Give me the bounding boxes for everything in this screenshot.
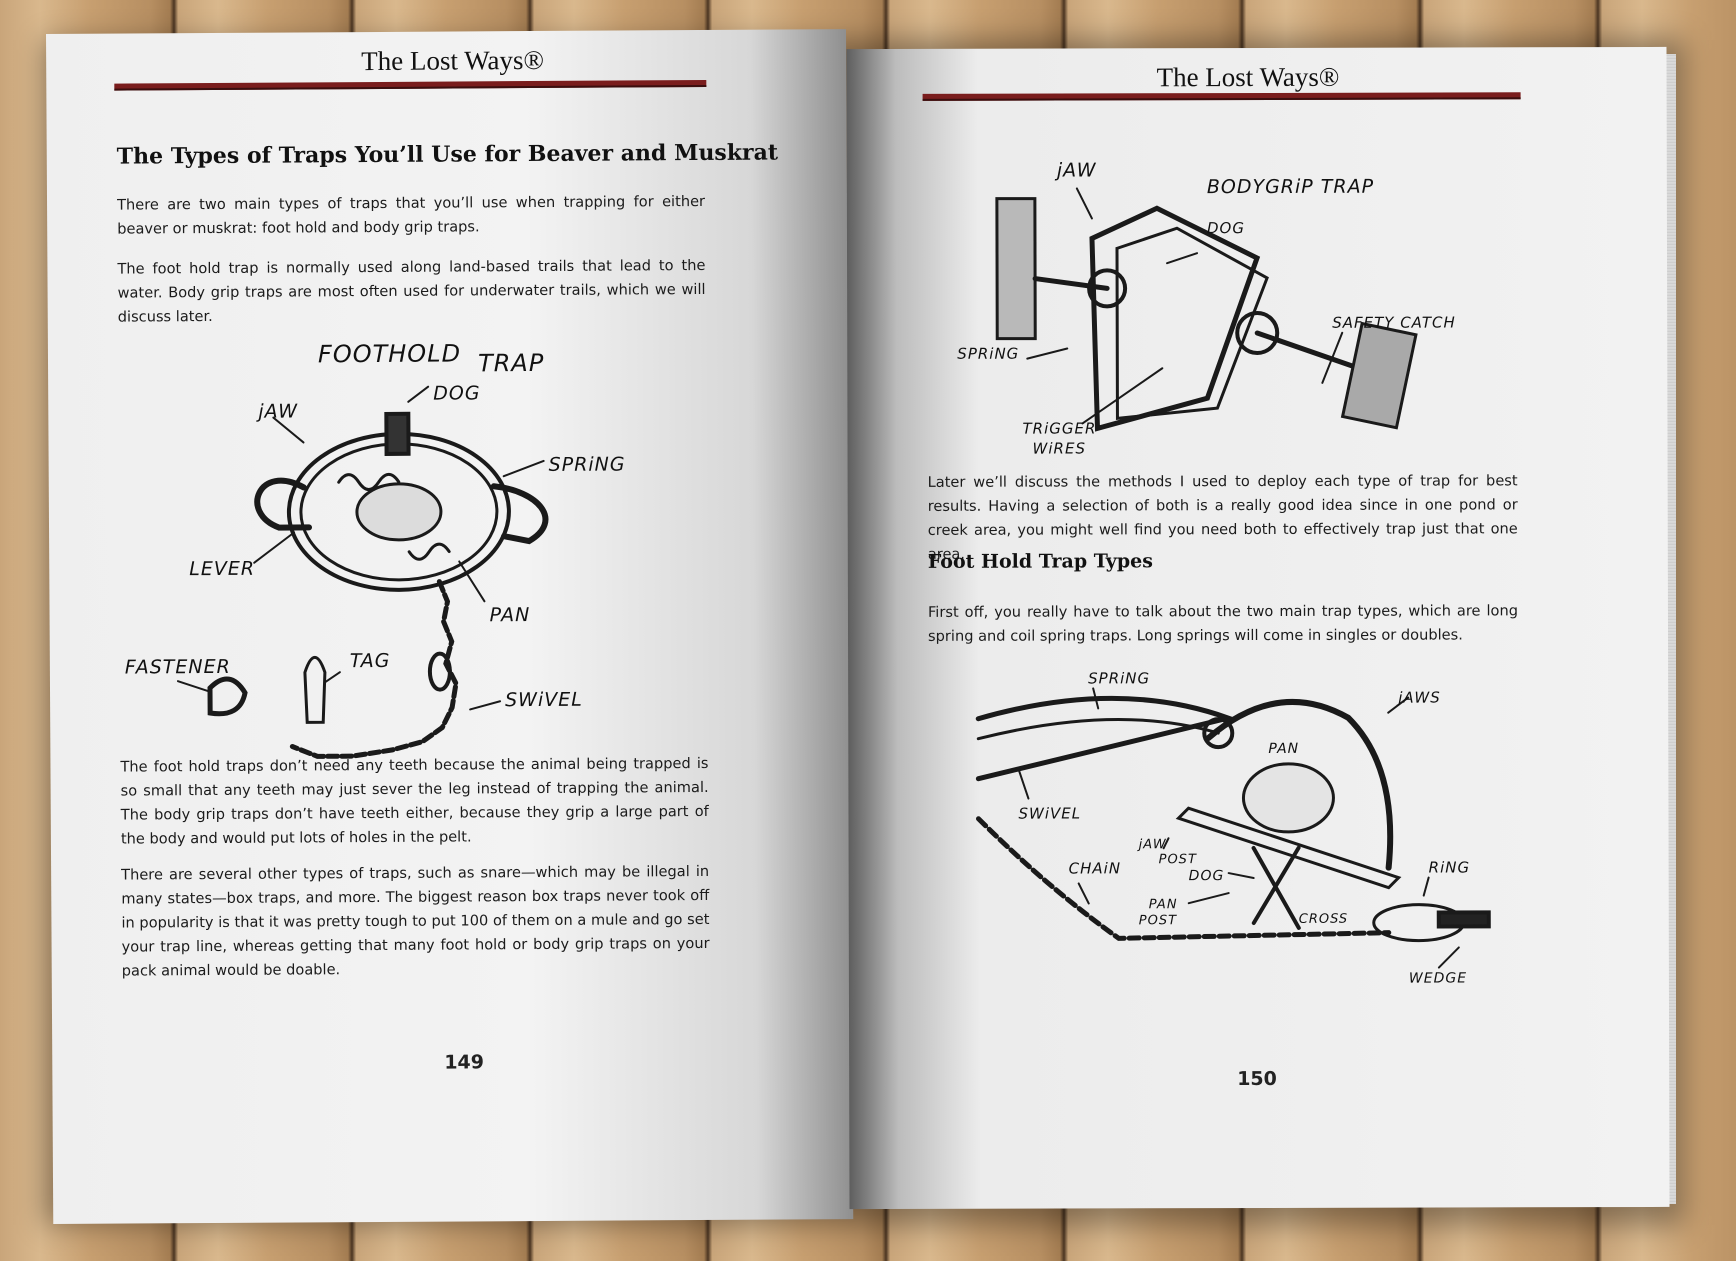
section-heading: The Types of Traps You’ll Use for Beaver…: [116, 139, 779, 170]
label-dog: DOG: [1207, 219, 1245, 237]
longspring-trap-illustration: SPRiNG jAWS PAN SWiVEL jAW POST DOG CHAi…: [975, 669, 1491, 987]
label-cross: CROSS: [1299, 912, 1348, 927]
foothold-trap-illustration: FOOTHOLD TRAP jAW DOG SPRiNG LEVER PAN F…: [125, 339, 626, 759]
label-foothold: FOOTHOLD: [318, 339, 461, 368]
label-trigger: TRiGGER: [1022, 419, 1096, 437]
label-jaws: jAWS: [1396, 689, 1441, 707]
label-pan-post-1: PAN: [1149, 897, 1178, 912]
label-wires: WiRES: [1033, 439, 1086, 457]
label-dog: DOG: [1189, 868, 1225, 884]
pan-shape: [355, 482, 443, 542]
label-dog: DOG: [433, 382, 480, 404]
label-bodygrip-trap: BODYGRiP TRAP: [1207, 176, 1374, 198]
page-number: 150: [1237, 1067, 1277, 1091]
label-spring: SPRiNG: [1088, 669, 1150, 687]
paragraph-3: The foot hold traps don’t need any teeth…: [120, 754, 709, 848]
label-pan-post-2: POST: [1139, 913, 1177, 928]
label-pan: PAN: [1268, 741, 1299, 757]
label-lever: LEVER: [189, 558, 255, 580]
running-head: The Lost Ways®: [361, 44, 545, 77]
header-rule: [114, 79, 707, 91]
label-jaw: jAW: [1054, 159, 1097, 181]
label-jaw-post-1: jAW: [1137, 837, 1167, 852]
label-swivel: SWiVEL: [505, 689, 583, 711]
paragraph-2: First off, you really have to talk about…: [927, 602, 1518, 645]
label-jaw-post-2: POST: [1159, 852, 1197, 867]
page-number: 149: [444, 1051, 485, 1074]
label-spring: SPRiNG: [549, 453, 626, 475]
running-head: The Lost Ways®: [1156, 61, 1340, 93]
label-trap: TRAP: [478, 349, 544, 377]
left-page: The Lost Ways® The Types of Traps You’ll…: [46, 29, 854, 1224]
label-tag: TAG: [350, 650, 391, 672]
label-ring: RiNG: [1429, 858, 1470, 876]
header-rule: [922, 92, 1521, 101]
page-edge: [1666, 54, 1676, 1204]
label-pan: PAN: [489, 604, 530, 626]
bodygrip-trap-illustration: jAW BODYGRiP TRAP DOG SPRiNG SAFETY CATC…: [957, 159, 1456, 457]
label-fastener: FASTENER: [125, 656, 231, 679]
label-chain: CHAiN: [1069, 859, 1121, 877]
right-page: The Lost Ways® jAW BODYGRiP TRAP DOG SPR…: [846, 46, 1670, 1210]
paragraph-1: There are two main types of traps that y…: [116, 192, 706, 238]
label-spring: SPRiNG: [957, 345, 1019, 363]
section-heading: Foot Hold Trap Types: [927, 550, 1153, 573]
label-jaw: jAW: [255, 400, 298, 422]
label-swivel: SWiVEL: [1018, 804, 1081, 822]
label-safety-catch: SAFETY CATCH: [1332, 313, 1456, 331]
paragraph-4: There are several other types of traps, …: [121, 862, 710, 980]
label-wedge: WEDGE: [1409, 970, 1467, 986]
